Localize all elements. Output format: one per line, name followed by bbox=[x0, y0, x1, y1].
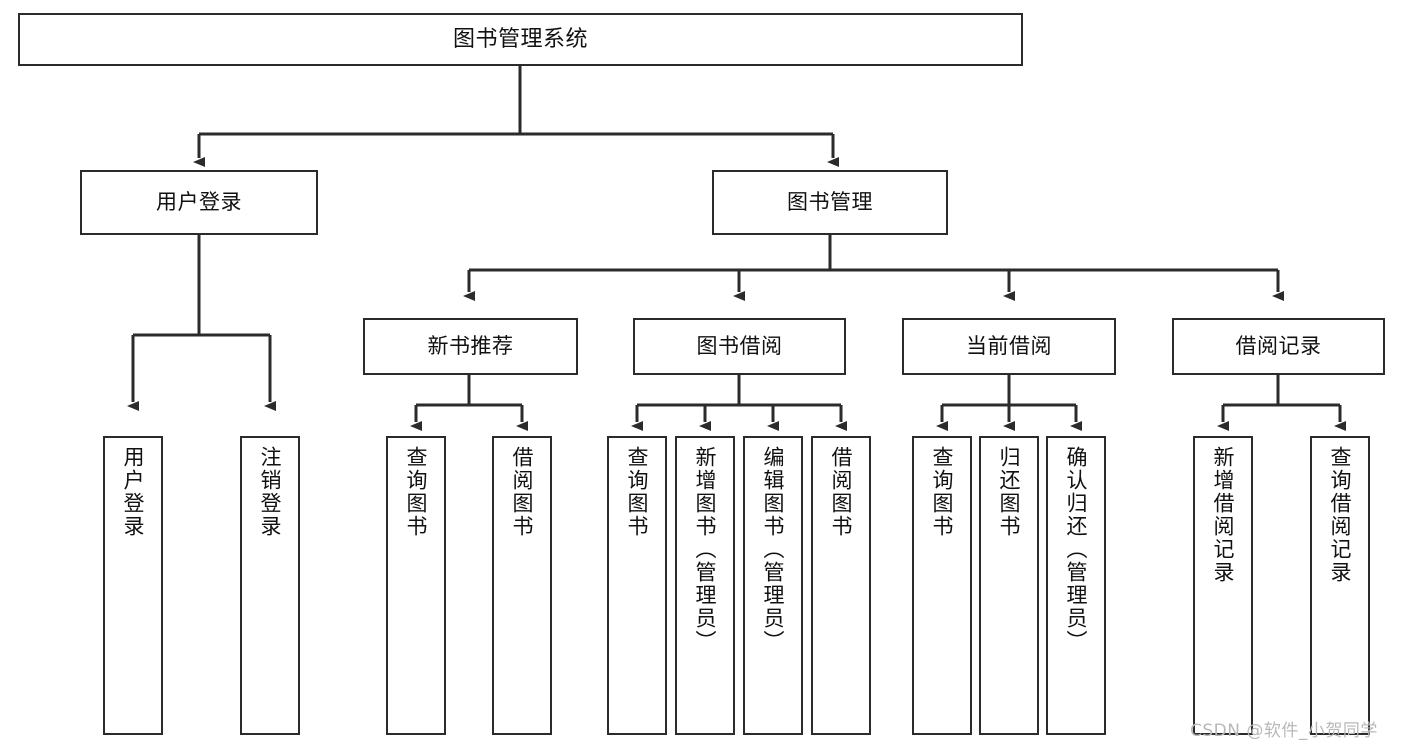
leaf-logout-login-label: 注销登录 bbox=[258, 446, 283, 538]
node-new-book-recommend-label: 新书推荐 bbox=[427, 334, 514, 359]
leaf-return-book-label: 归还图书 bbox=[997, 446, 1022, 538]
leaf-logout-login[interactable]: 注销登录 bbox=[240, 436, 300, 735]
node-current-borrow-label: 当前借阅 bbox=[966, 334, 1052, 359]
node-book-borrow-label: 图书借阅 bbox=[696, 334, 783, 359]
watermark-text: CSDN @软件_小贺同学 bbox=[1190, 721, 1378, 741]
leaf-borrow-book-2-label: 借阅图书 bbox=[829, 446, 854, 538]
node-root-system[interactable]: 图书管理系统 bbox=[18, 13, 1023, 66]
leaf-return-book[interactable]: 归还图书 bbox=[979, 436, 1039, 735]
leaf-add-book-label: 新增图书（管理员） bbox=[693, 446, 718, 653]
leaf-query-book-1-label: 查询图书 bbox=[404, 446, 429, 538]
node-user-login-label: 用户登录 bbox=[156, 190, 242, 215]
leaf-confirm-return[interactable]: 确认归还（管理员） bbox=[1046, 436, 1106, 735]
leaf-query-book-1[interactable]: 查询图书 bbox=[386, 436, 446, 735]
leaf-add-book[interactable]: 新增图书（管理员） bbox=[675, 436, 735, 735]
node-new-book-recommend[interactable]: 新书推荐 bbox=[363, 318, 578, 375]
node-book-manage-label: 图书管理 bbox=[787, 190, 873, 215]
leaf-edit-book[interactable]: 编辑图书（管理员） bbox=[743, 436, 803, 735]
leaf-add-record[interactable]: 新增借阅记录 bbox=[1193, 436, 1253, 735]
node-book-borrow[interactable]: 图书借阅 bbox=[633, 318, 846, 375]
leaf-user-login-label: 用户登录 bbox=[121, 446, 146, 538]
node-root-system-label: 图书管理系统 bbox=[452, 26, 588, 52]
node-current-borrow[interactable]: 当前借阅 bbox=[902, 318, 1116, 375]
leaf-query-book-2[interactable]: 查询图书 bbox=[607, 436, 667, 735]
leaf-borrow-book-1[interactable]: 借阅图书 bbox=[492, 436, 552, 735]
leaf-user-login[interactable]: 用户登录 bbox=[103, 436, 163, 735]
leaf-query-record-label: 查询借阅记录 bbox=[1328, 446, 1353, 584]
node-user-login[interactable]: 用户登录 bbox=[80, 170, 318, 235]
leaf-edit-book-label: 编辑图书（管理员） bbox=[761, 446, 786, 653]
leaf-query-book-3-label: 查询图书 bbox=[930, 446, 955, 538]
leaf-confirm-return-label: 确认归还（管理员） bbox=[1064, 446, 1089, 653]
node-book-manage[interactable]: 图书管理 bbox=[712, 170, 948, 235]
leaf-borrow-book-1-label: 借阅图书 bbox=[510, 446, 535, 538]
node-borrow-record[interactable]: 借阅记录 bbox=[1172, 318, 1385, 375]
leaf-query-book-3[interactable]: 查询图书 bbox=[912, 436, 972, 735]
leaf-query-record[interactable]: 查询借阅记录 bbox=[1310, 436, 1370, 735]
leaf-borrow-book-2[interactable]: 借阅图书 bbox=[811, 436, 871, 735]
leaf-query-book-2-label: 查询图书 bbox=[625, 446, 650, 538]
node-borrow-record-label: 借阅记录 bbox=[1235, 334, 1322, 359]
leaf-add-record-label: 新增借阅记录 bbox=[1211, 446, 1236, 584]
